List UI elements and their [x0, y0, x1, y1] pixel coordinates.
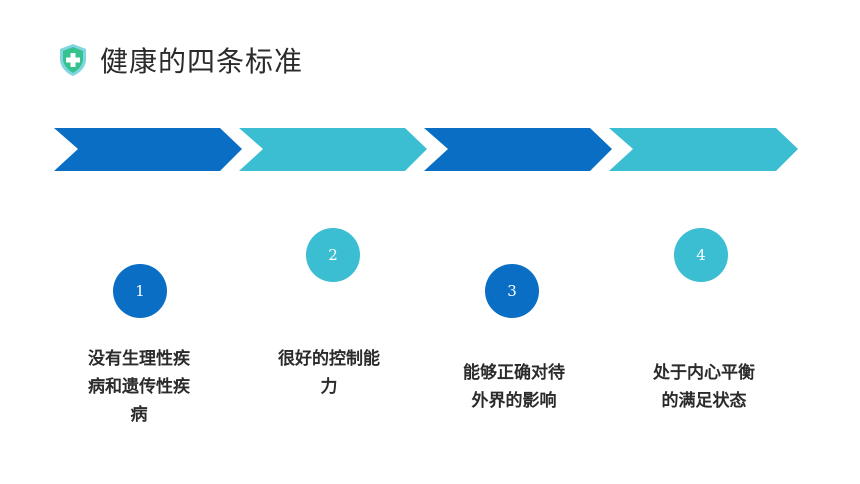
chevron-1 — [54, 128, 242, 171]
step-1-number: 1 — [113, 264, 167, 318]
step-3-text: 能够正确对待外界的影响 — [463, 363, 565, 411]
chevron-4 — [609, 128, 798, 171]
title-row: 健康的四条标准 — [58, 38, 303, 82]
step-1-text: 没有生理性疾病和遗传性疾病 — [88, 349, 190, 425]
step-4-number: 4 — [674, 228, 728, 282]
page-title: 健康的四条标准 — [100, 45, 304, 78]
step-2-number: 2 — [306, 228, 360, 282]
step-3-number: 3 — [485, 264, 539, 318]
chevron-2 — [239, 128, 427, 171]
shield-cross-icon — [60, 44, 86, 76]
chevron-3 — [424, 128, 612, 171]
step-4-text: 处于内心平衡的满足状态 — [653, 363, 755, 411]
step-2-text: 很好的控制能力 — [278, 349, 380, 397]
